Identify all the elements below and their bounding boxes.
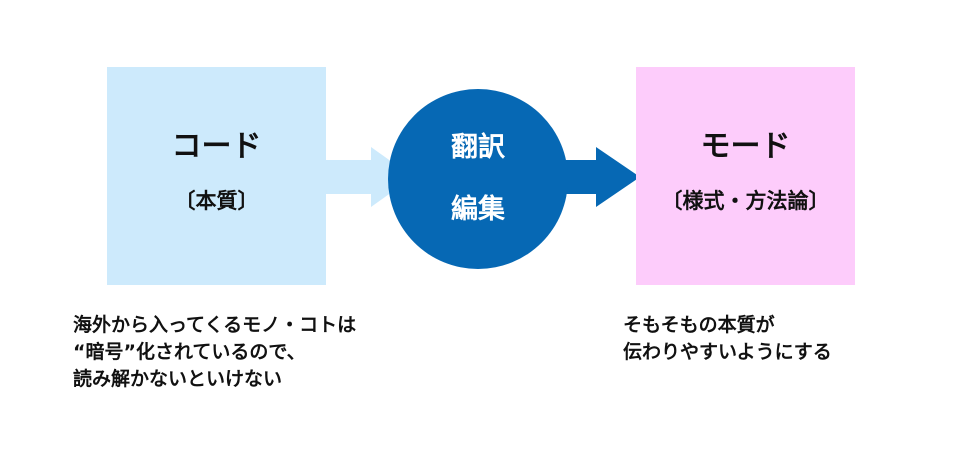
code-box-subtitle: 〔本質〕 [174,189,259,213]
mode-box-subtitle: 〔様式・方法論〕 [661,189,830,213]
mode-caption-line: そもそもの本質が [623,314,775,336]
mode-caption: そもそもの本質が 伝わりやすいようにする [623,312,832,366]
code-caption: 海外から入ってくるモノ・コトは “暗号”化されているので、 読み解かないといけな… [73,312,356,393]
code-caption-line: “暗号”化されているので、 [73,341,306,363]
arrow-center-to-right [560,147,640,207]
mode-box: モード 〔様式・方法論〕 [636,67,855,285]
code-box-title: コード [171,129,262,164]
mode-caption-line: 伝わりやすいようにする [623,341,832,363]
code-box: コード 〔本質〕 [107,67,326,285]
code-caption-line: 海外から入ってくるモノ・コトは [73,314,357,336]
translation-circle: 翻訳 編集 [388,89,568,269]
circle-label-edit: 編集 [451,194,505,225]
mode-box-title: モード [700,129,791,164]
circle-label-translate: 翻訳 [451,132,505,163]
code-caption-line: 読み解かないといけない [73,368,283,390]
